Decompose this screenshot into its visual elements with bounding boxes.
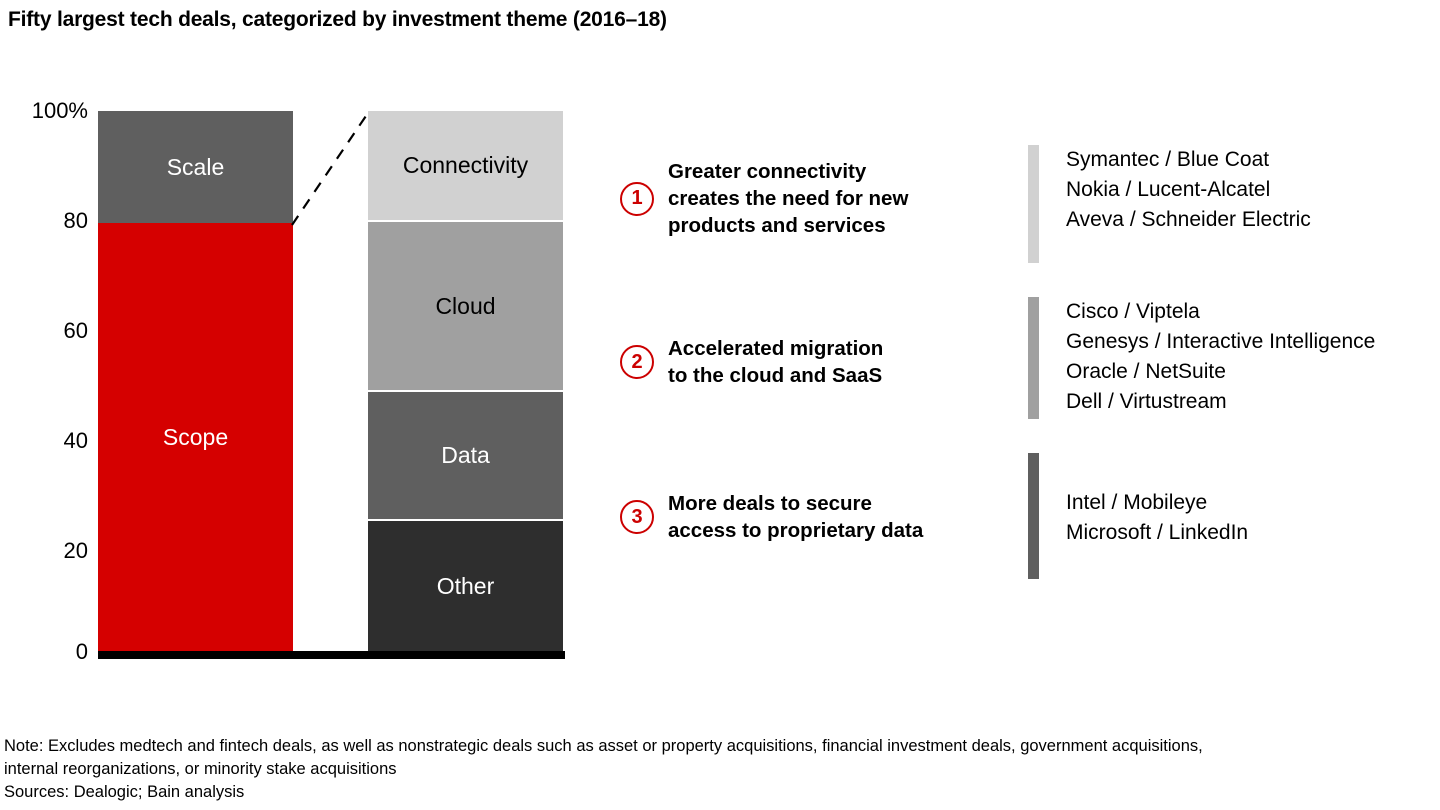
- chart-baseline: [98, 651, 565, 659]
- deal-list-2: Cisco / Viptela Genesys / Interactive In…: [1039, 297, 1375, 417]
- list-item: Symantec / Blue Coat: [1066, 148, 1270, 171]
- bar-segment-label-scale: Scale: [166, 153, 225, 180]
- bar-segment-data[interactable]: Data: [368, 392, 563, 520]
- deal-group-2: Cisco / Viptela Genesys / Interactive In…: [1028, 297, 1375, 419]
- bar-segment-connectivity[interactable]: Connectivity: [368, 111, 563, 221]
- deal-group-1: Symantec / Blue Coat Nokia / Lucent-Alca…: [1028, 145, 1311, 263]
- y-tick-100: 100%: [31, 98, 88, 123]
- bar-segment-other[interactable]: Other: [368, 521, 563, 651]
- list-item: Oracle / NetSuite: [1066, 360, 1226, 383]
- list-item: Cisco / Viptela: [1066, 300, 1200, 323]
- deal-group-swatch-connectivity: [1028, 145, 1039, 263]
- deal-group-swatch-cloud: [1028, 297, 1039, 419]
- annotation-text-1: Greater connectivity creates the need fo…: [668, 160, 909, 237]
- list-item: Intel / Mobileye: [1066, 491, 1208, 514]
- bar-segment-cloud[interactable]: Cloud: [368, 222, 563, 391]
- bar-segment-label-other: Other: [436, 572, 495, 599]
- annotation-number-1: 1: [620, 181, 654, 216]
- y-tick-40: 40: [63, 428, 88, 453]
- bar-segment-label-cloud: Cloud: [435, 292, 496, 319]
- list-item: Nokia / Lucent-Alcatel: [1066, 178, 1271, 201]
- y-axis: 100% 80 60 40 20 0: [0, 0, 88, 700]
- annotation-text-3: More deals to secure access to proprieta…: [668, 492, 924, 542]
- y-tick-60: 60: [63, 318, 88, 343]
- annotation-number-2: 2: [620, 345, 654, 379]
- y-tick-0: 0: [75, 639, 88, 664]
- annotation-1[interactable]: 1 Greater connectivity creates the need …: [620, 158, 980, 239]
- deal-groups: Symantec / Blue Coat Nokia / Lucent-Alca…: [1028, 0, 1440, 700]
- annotation-2[interactable]: 2 Accelerated migration to the cloud and…: [620, 335, 980, 389]
- list-item: Genesys / Interactive Intelligence: [1066, 330, 1376, 353]
- deal-list-1: Symantec / Blue Coat Nokia / Lucent-Alca…: [1039, 145, 1311, 235]
- annotation-list: 1 Greater connectivity creates the need …: [620, 0, 1020, 700]
- y-tick-20: 20: [63, 538, 88, 563]
- page-title: Fifty largest tech deals, categorized by…: [8, 8, 667, 31]
- annotation-number-3: 3: [620, 500, 654, 534]
- deal-group-swatch-data: [1028, 453, 1039, 579]
- y-tick-80: 80: [63, 208, 88, 233]
- bar-segment-label-connectivity: Connectivity: [402, 152, 529, 178]
- list-item: Microsoft / LinkedIn: [1066, 521, 1249, 544]
- bar-segment-label-scope: Scope: [162, 423, 229, 450]
- bar-segment-scope[interactable]: Scope: [98, 223, 293, 651]
- chart-plot-area: 100% 80 60 40 20 0 Scale Scope Connectiv…: [0, 0, 600, 700]
- deal-list-3: Intel / Mobileye Microsoft / LinkedIn: [1039, 453, 1248, 548]
- footer-notes: Note: Excludes medtech and fintech deals…: [4, 735, 1440, 804]
- deal-group-3: Intel / Mobileye Microsoft / LinkedIn: [1028, 453, 1248, 579]
- bar-segment-scale[interactable]: Scale: [98, 111, 293, 223]
- list-item: Aveva / Schneider Electric: [1066, 208, 1311, 231]
- annotation-text-2: Accelerated migration to the cloud and S…: [668, 337, 884, 387]
- bar-segment-label-data: Data: [441, 442, 490, 468]
- list-item: Dell / Virtustream: [1066, 390, 1227, 413]
- annotation-3[interactable]: 3 More deals to secure access to proprie…: [620, 490, 995, 544]
- footer-sources: Sources: Dealogic; Bain analysis: [4, 783, 245, 801]
- footer-note-line-2: internal reorganizations, or minority st…: [4, 760, 397, 778]
- footer-note-line-1: Note: Excludes medtech and fintech deals…: [4, 737, 1203, 755]
